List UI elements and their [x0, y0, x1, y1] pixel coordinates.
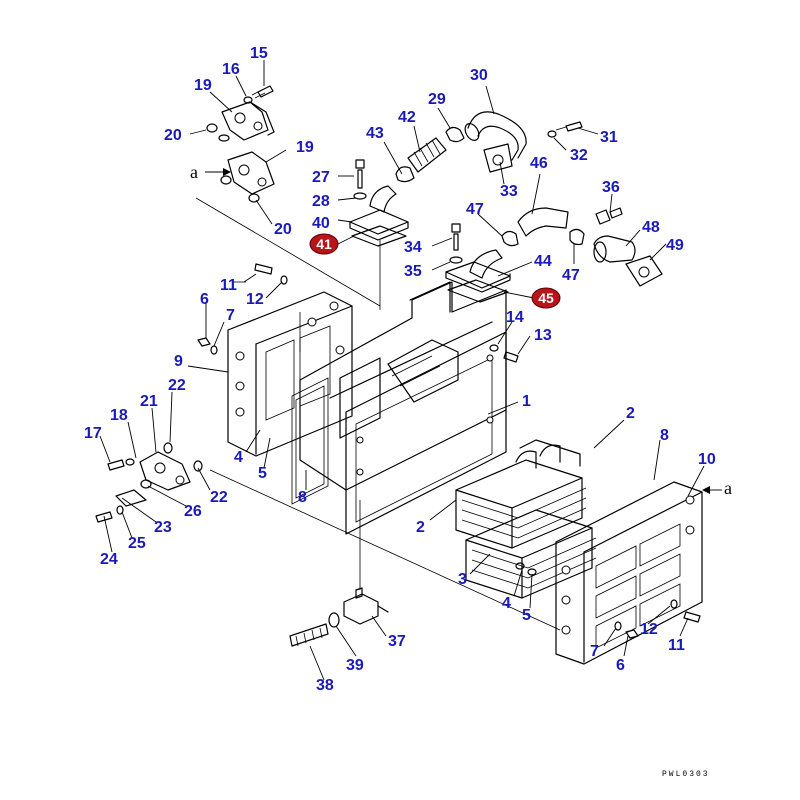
callout-36: 36	[602, 179, 620, 196]
callout-5-right: 5	[522, 607, 531, 624]
callout-28: 28	[312, 193, 330, 210]
callout-37: 37	[388, 633, 406, 650]
callout-12-left: 12	[246, 291, 264, 308]
callout-42: 42	[398, 109, 416, 126]
lower-left-flange	[95, 442, 203, 523]
callout-13: 13	[534, 327, 552, 344]
callout-9: 9	[174, 353, 183, 370]
callout-20-lower: 20	[274, 221, 292, 238]
callout-8-left: 8	[298, 489, 307, 506]
callout-11-left: 11	[220, 277, 237, 294]
elbow-assembly-left	[349, 159, 409, 247]
callout-23: 23	[154, 519, 172, 536]
reference-letter-a-right: a	[724, 478, 732, 498]
callout-8-right: 8	[660, 427, 669, 444]
callout-47-lower: 47	[562, 267, 580, 284]
callout-22-lower: 22	[210, 489, 228, 506]
callout-24: 24	[100, 551, 118, 568]
callout-7-right: 7	[590, 643, 599, 660]
reference-letter-a-left: a	[190, 162, 198, 182]
callout-27: 27	[312, 169, 330, 186]
callout-33: 33	[500, 183, 518, 200]
callout-25: 25	[128, 535, 146, 552]
callout-35: 35	[404, 263, 422, 280]
callout-7-left: 7	[226, 307, 235, 324]
elbow-assembly-right	[445, 207, 585, 303]
callout-17: 17	[84, 425, 102, 442]
callout-4-right: 4	[502, 595, 511, 612]
callout-16: 16	[222, 61, 240, 78]
callout-14: 14	[506, 309, 524, 326]
callout-5-left: 5	[258, 465, 267, 482]
callout-11-right: 11	[668, 637, 685, 654]
main-housing	[291, 281, 519, 535]
leader-lines	[99, 60, 705, 681]
right-fitting-assembly	[593, 207, 663, 287]
callout-21: 21	[140, 393, 158, 410]
callout-3: 3	[458, 571, 467, 588]
callout-46: 46	[530, 155, 548, 172]
callout-2-lower: 2	[416, 519, 425, 536]
badge-41: 41	[309, 233, 339, 255]
callout-labels: 15 16 19 20 19 20 30 29 42 43 31 32 33 4…	[84, 45, 716, 694]
callout-15: 15	[250, 45, 268, 62]
callout-18: 18	[110, 407, 128, 424]
callout-12-right: 12	[640, 621, 658, 638]
callout-44: 44	[534, 253, 552, 270]
callout-40: 40	[312, 215, 330, 232]
assembly-lines	[195, 197, 561, 631]
callout-10: 10	[698, 451, 716, 468]
cooler-cores	[455, 439, 597, 599]
upper-pipe-assembly	[395, 111, 583, 183]
callout-32: 32	[570, 147, 588, 164]
upper-flange-assembly	[205, 85, 275, 203]
callout-34: 34	[404, 239, 422, 256]
callout-31: 31	[600, 129, 618, 146]
callout-6-right: 6	[616, 657, 625, 674]
callout-22-upper: 22	[168, 377, 186, 394]
callout-4-left: 4	[234, 449, 243, 466]
right-cover-plate	[555, 481, 722, 665]
drain-valve	[289, 587, 389, 647]
callout-48: 48	[642, 219, 660, 236]
callout-39: 39	[346, 657, 364, 674]
callout-2-upper: 2	[626, 405, 635, 422]
badge-41-text: 41	[316, 236, 332, 252]
callout-30: 30	[470, 67, 488, 84]
callout-29: 29	[428, 91, 446, 108]
callout-19-upper: 19	[194, 77, 212, 94]
callout-6-left: 6	[200, 291, 209, 308]
badge-45: 45	[531, 287, 561, 309]
callout-1: 1	[522, 393, 531, 410]
badge-45-text: 45	[538, 290, 554, 306]
callout-38: 38	[316, 677, 334, 694]
callout-43: 43	[366, 125, 384, 142]
drawing-code: PWL0303	[662, 770, 710, 779]
callout-47-upper: 47	[466, 201, 484, 218]
callout-49: 49	[666, 237, 684, 254]
callout-19-lower: 19	[296, 139, 314, 156]
callout-20-upper: 20	[164, 127, 182, 144]
callout-26: 26	[184, 503, 202, 520]
